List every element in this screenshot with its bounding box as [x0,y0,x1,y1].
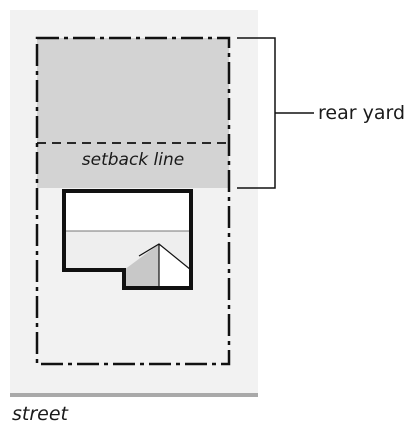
rear-yard-area [37,38,229,188]
house [62,189,193,290]
property-line [35,36,231,366]
roof-gable-shaded [124,244,159,288]
house-front-section [64,191,191,231]
street-edge [10,393,258,397]
street-label: street [12,403,70,425]
rear-yard-label: rear yard [318,102,405,124]
roof-gable-light [159,244,191,288]
setback-line-label: setback line [82,150,184,170]
house-outline [62,189,193,290]
